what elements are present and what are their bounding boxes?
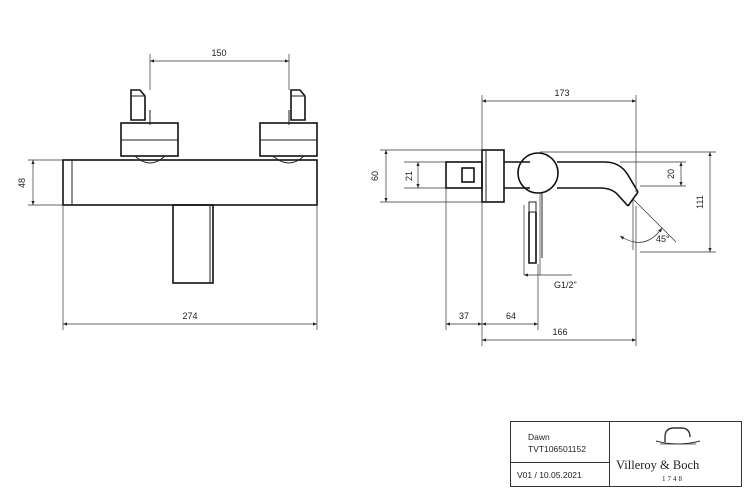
front-view: 150 48 274 <box>17 48 318 330</box>
product-name: Dawn <box>528 432 550 442</box>
dim-20: 20 <box>666 169 676 179</box>
dim-body-height: 48 <box>17 178 27 188</box>
dim-64: 64 <box>506 311 516 321</box>
dim-height-60: 60 <box>370 171 380 181</box>
brand-logo-icon <box>655 427 701 445</box>
title-block-info <box>510 421 610 463</box>
dim-angle: 45° <box>656 234 670 244</box>
title-block-brand <box>609 421 742 487</box>
left-handle <box>120 89 179 164</box>
article-number: TVT106501152 <box>528 444 586 454</box>
dim-37: 37 <box>459 311 469 321</box>
dim-21: 21 <box>404 171 414 181</box>
dim-111: 111 <box>695 195 705 209</box>
dim-handle-spacing: 150 <box>211 48 226 58</box>
version-date: V01 / 10.05.2021 <box>517 470 582 480</box>
brand-name: Villeroy & Boch <box>616 458 700 472</box>
lever-outlet <box>172 204 214 284</box>
brand-year: 1748 <box>662 475 684 483</box>
dim-166: 166 <box>552 327 567 337</box>
side-view: 173 60 21 20 111 45° G1/2" <box>370 88 716 346</box>
dim-projection: 173 <box>554 88 569 98</box>
right-handle <box>259 89 318 164</box>
handle-circle <box>517 152 559 194</box>
dim-thread: G1/2" <box>554 280 577 290</box>
mixer-body <box>62 159 318 206</box>
dim-total-width: 274 <box>182 311 197 321</box>
